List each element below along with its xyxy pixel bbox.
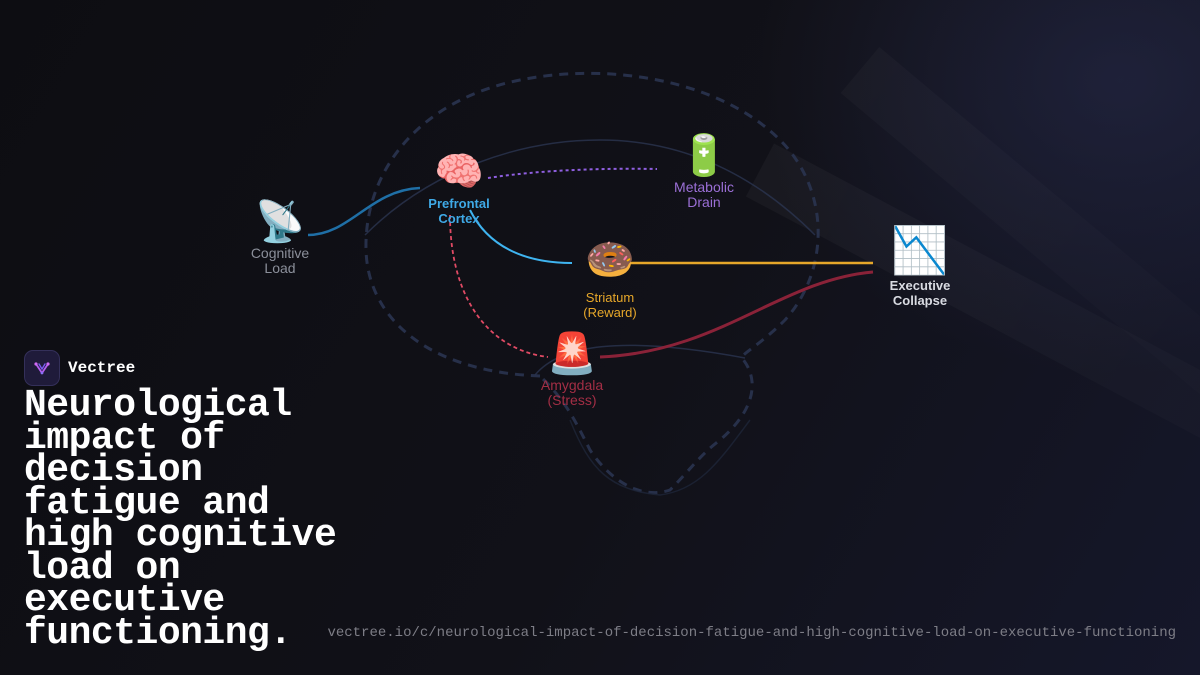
node-prefrontal-cortex: 🧠 Prefrontal Cortex [428,148,489,226]
node-label-line1: Prefrontal [428,196,490,211]
link-cortex-to-amygdala [449,214,549,358]
node-metabolic-drain: 🔋 Metabolic Drain [674,132,734,210]
node-cognitive-load: 📡 Cognitive Load [251,198,309,276]
battery-icon: 🔋 [679,134,729,178]
brainstem-curve [569,419,751,496]
node-label-line1: Metabolic [674,179,734,195]
satellite-dish-icon: 📡 [255,200,305,244]
siren-icon: 🚨 [547,332,597,376]
link-cortex-to-striatum [469,209,573,264]
node-label-line2: Load [264,260,296,276]
node-label-line2: (Stress) [547,392,597,408]
node-label-line1: Cognitive [250,245,310,261]
source-url[interactable]: vectree.io/c/neurological-impact-of-deci… [327,625,1176,641]
node-striatum: 🍩 Striatum (Reward) [583,236,636,320]
brain-outline [364,71,820,495]
link-cortex-to-metabolic [487,167,658,179]
node-label-line2: Drain [687,194,721,210]
brand-name: Vectree [68,359,136,377]
node-label-line1: Striatum [585,290,635,305]
link-load-to-cortex [307,186,421,237]
chart-decreasing-icon: 📉 [891,224,949,276]
node-label-line1: Amygdala [540,377,604,393]
node-label-line2: (Reward) [583,305,637,320]
brand[interactable]: Vectree [24,350,135,386]
node-amygdala: 🚨 Amygdala (Stress) [541,330,603,408]
inner-curve [364,139,816,236]
node-executive-collapse: 📉 Executive Collapse [890,222,951,308]
brain-icon: 🧠 [434,150,484,194]
node-label-line1: Executive [889,278,951,293]
page-title: Neurological impact of decision fatigue … [24,384,337,655]
link-amygdala-to-collapse [599,270,874,359]
node-label-line2: Collapse [892,293,948,308]
donut-icon: 🍩 [585,238,635,282]
node-label-line2: Cortex [438,211,480,226]
inner-curve [534,344,746,376]
neural-sparkle-icon [24,350,60,386]
